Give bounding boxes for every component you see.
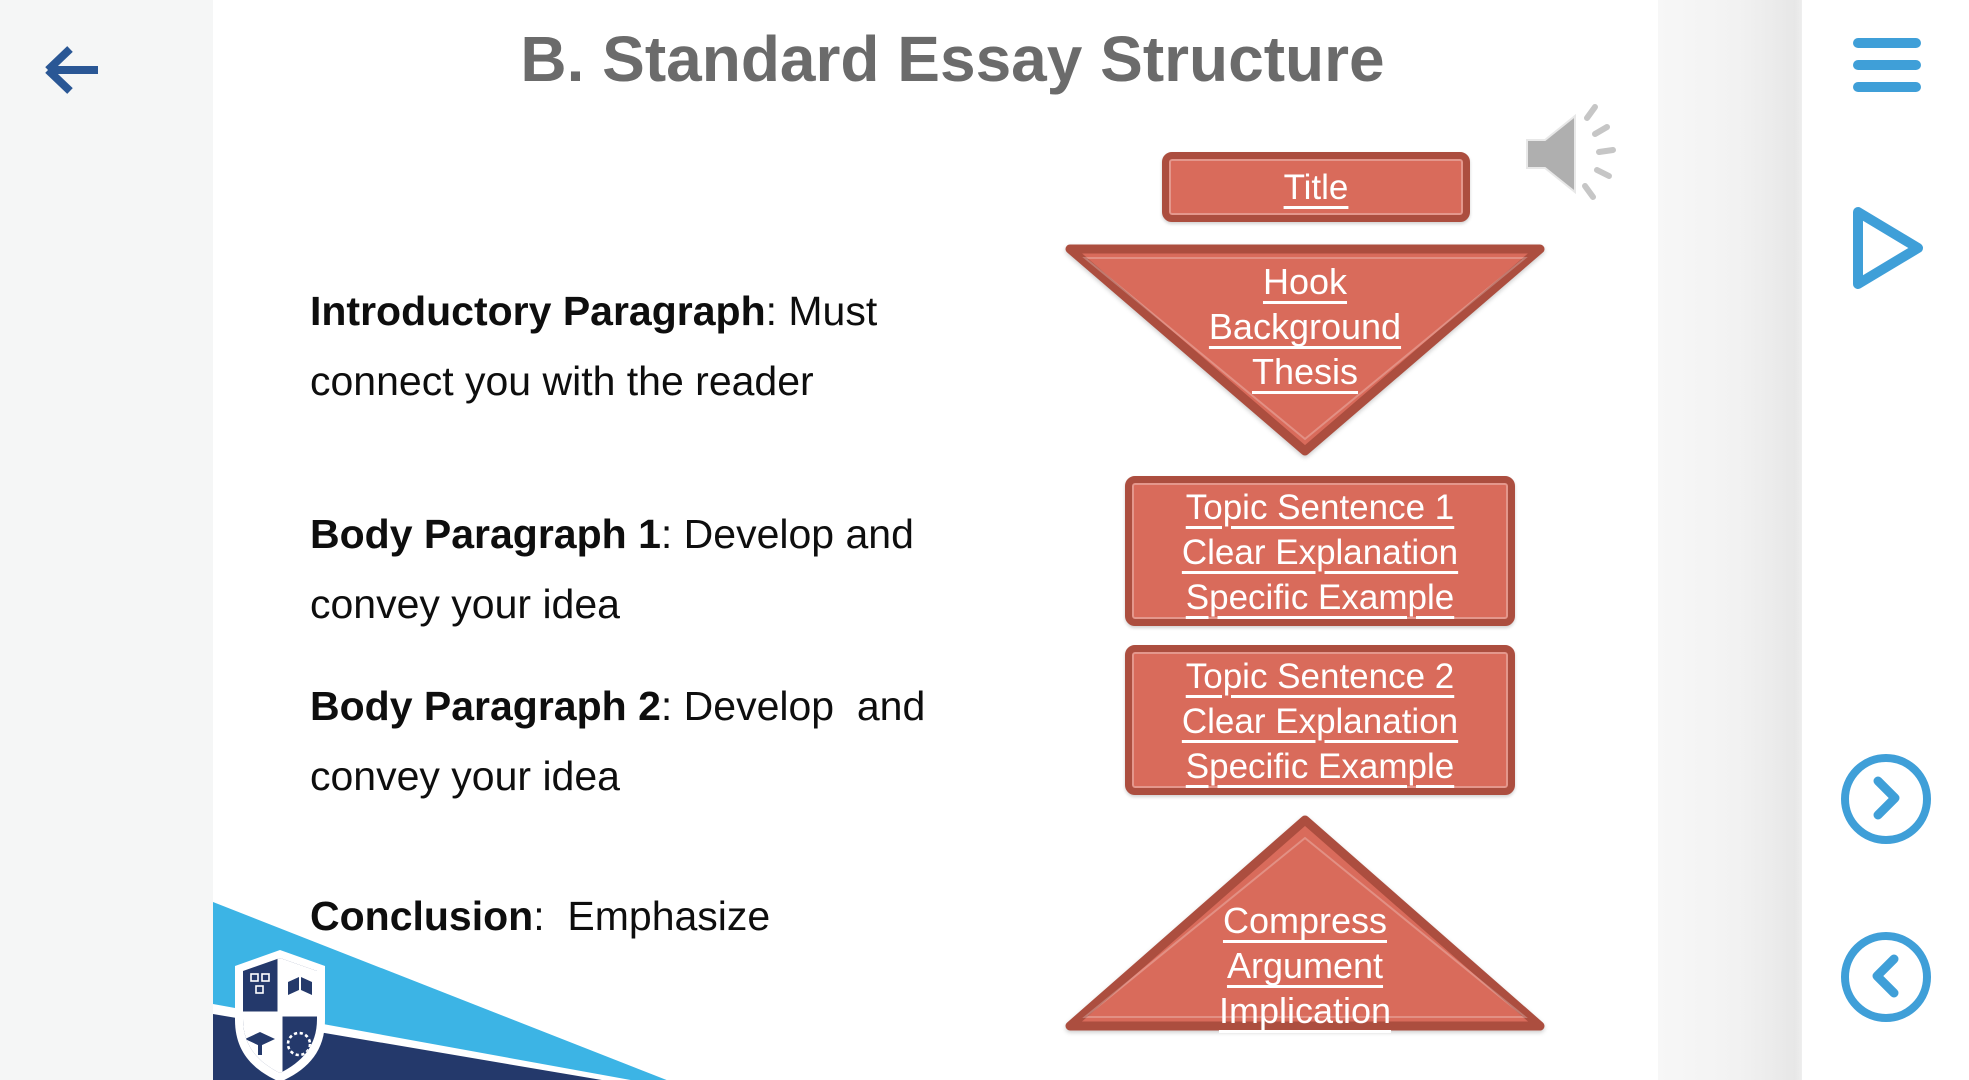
chevron-right-icon <box>1849 761 1923 838</box>
paragraph-introductory: Introductory Paragraph: Must connect you… <box>310 276 975 416</box>
paragraph-body2: Body Paragraph 2: Develop and convey you… <box>310 671 1052 811</box>
body2-line: Specific Example <box>1185 746 1455 786</box>
paragraph-label: Body Paragraph 1 <box>310 511 661 557</box>
body2-line: Clear Explanation <box>1181 701 1459 741</box>
conclusion-line: Argument <box>1226 945 1384 986</box>
intro-line: Hook <box>1262 261 1348 302</box>
intro-line: Background <box>1208 306 1402 347</box>
play-icon <box>1844 207 1936 299</box>
diagram-conclusion-triangle: Compress Argument Implication <box>1063 812 1547 1034</box>
diagram-body2-box: Topic Sentence 2 Clear Explanation Speci… <box>1125 645 1515 795</box>
hamburger-menu-button[interactable] <box>1853 38 1921 92</box>
paragraph-label: Conclusion <box>310 893 534 939</box>
right-gutter <box>1658 0 1802 1080</box>
previous-slide-button[interactable] <box>1841 932 1931 1022</box>
paragraph-text: : Must connect you with the reader <box>310 288 889 404</box>
paragraph-label: Introductory Paragraph <box>310 288 766 334</box>
body1-line: Specific Example <box>1185 577 1455 617</box>
player-control-panel <box>1802 0 1969 1080</box>
conclusion-line: Implication <box>1218 990 1392 1031</box>
left-gutter <box>0 0 213 1080</box>
body1-line: Topic Sentence 1 <box>1185 487 1455 527</box>
paragraph-conclusion: Conclusion: Emphasize <box>310 881 1130 951</box>
hamburger-menu-icon <box>1853 38 1921 48</box>
diagram-conclusion-triangle-text: Compress Argument Implication <box>1063 812 1547 1034</box>
slide-canvas: B. Standard Essay Structure Introductory… <box>213 0 1658 1080</box>
paragraph-label: Body Paragraph 2 <box>310 683 661 729</box>
diagram-title-box: Title <box>1162 152 1470 222</box>
next-slide-button[interactable] <box>1841 754 1931 844</box>
chevron-left-icon <box>1849 939 1923 1016</box>
play-button[interactable] <box>1844 200 1936 296</box>
conclusion-line: Compress <box>1222 900 1388 941</box>
hamburger-menu-icon <box>1853 60 1921 70</box>
body1-line: Clear Explanation <box>1181 532 1459 572</box>
back-arrow-icon <box>40 42 102 101</box>
paragraph-text: : Develop and convey your idea <box>310 511 926 627</box>
hamburger-menu-icon <box>1853 82 1921 92</box>
back-button[interactable] <box>28 28 114 114</box>
paragraph-text: : Develop and convey your idea <box>310 683 937 799</box>
diagram-title-text: Title <box>1283 167 1349 207</box>
intro-line: Thesis <box>1251 351 1359 392</box>
speaker-icon[interactable] <box>1519 100 1623 208</box>
paragraph-body1: Body Paragraph 1: Develop and convey you… <box>310 499 1040 639</box>
body2-line: Topic Sentence 2 <box>1185 656 1455 696</box>
diagram-intro-triangle-text: Hook Background Thesis <box>1063 243 1547 459</box>
paragraph-text: : Emphasize <box>533 893 771 939</box>
diagram-body1-box: Topic Sentence 1 Clear Explanation Speci… <box>1125 476 1515 626</box>
slide-title: B. Standard Essay Structure <box>520 23 1385 95</box>
academy-crest-logo <box>227 946 333 1080</box>
diagram-intro-triangle: Hook Background Thesis <box>1063 243 1547 459</box>
